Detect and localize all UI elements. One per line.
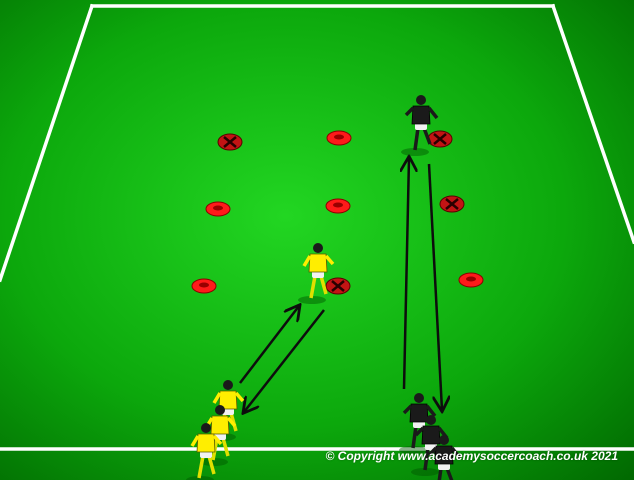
movement-arrows — [239, 158, 442, 412]
cone-disc — [326, 130, 352, 146]
copyright-notice: © Copyright www.academysoccercoach.co.uk… — [325, 449, 618, 463]
knocked-cone — [439, 195, 465, 213]
cone-disc — [325, 198, 351, 214]
knocked-cone — [217, 133, 243, 151]
arrow-yellow-back — [244, 309, 325, 412]
knocked-cones — [217, 130, 465, 295]
cone-disc — [205, 201, 231, 217]
arrow-black-back — [427, 163, 442, 410]
pitch-line-left — [0, 3, 95, 283]
cones — [191, 130, 484, 294]
player-yellow — [298, 243, 335, 304]
arrow-black-out — [404, 158, 409, 390]
players — [186, 95, 462, 480]
arrow-yellow-out — [239, 306, 299, 384]
player-black — [401, 95, 439, 156]
player-yellow — [186, 423, 223, 480]
knocked-cone — [427, 130, 453, 148]
cone-disc — [191, 278, 217, 294]
pitch-lines — [0, 3, 634, 451]
player-black — [411, 415, 449, 476]
player-black — [427, 435, 462, 480]
pitch-line-right — [550, 3, 634, 245]
cone-disc — [458, 272, 484, 288]
knocked-cone — [325, 277, 351, 295]
